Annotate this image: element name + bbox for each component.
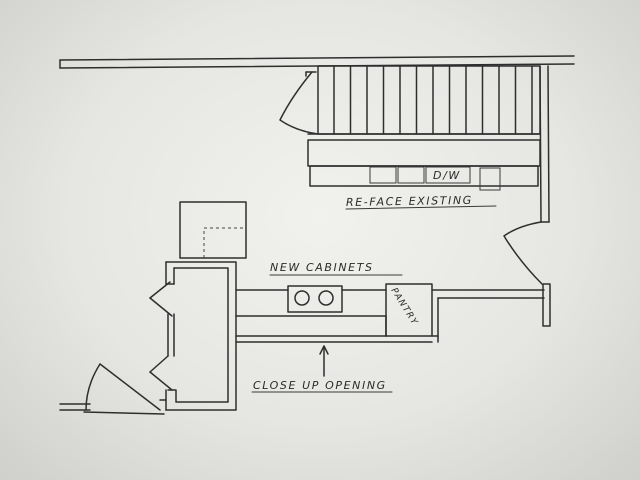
top-wall xyxy=(59,55,575,69)
existing-upper-cabinets xyxy=(307,65,541,135)
reface-existing-label: RE-FACE EXISTING xyxy=(346,194,473,209)
new-cabinets-label: NEW CABINETS xyxy=(270,261,374,274)
right-door-swing xyxy=(503,221,543,285)
new-cabinet-run xyxy=(235,283,439,343)
pantry-cabinet xyxy=(385,283,433,337)
cooktop xyxy=(287,285,343,313)
pantry-label: PANTRY xyxy=(388,286,419,327)
burner-right xyxy=(318,290,334,306)
left-room-walls xyxy=(149,201,247,411)
lower-door-swing xyxy=(59,363,167,415)
right-partition-wall xyxy=(431,283,551,327)
upper-door-swing xyxy=(279,71,319,135)
burner-left xyxy=(294,290,310,306)
close-up-opening-label: CLOSE UP OPENING xyxy=(253,379,387,392)
existing-counter xyxy=(307,139,541,191)
close-up-arrow xyxy=(319,345,329,377)
right-wall xyxy=(539,65,550,223)
reface-underline xyxy=(345,205,497,210)
dishwasher-label: D/W xyxy=(433,169,461,182)
